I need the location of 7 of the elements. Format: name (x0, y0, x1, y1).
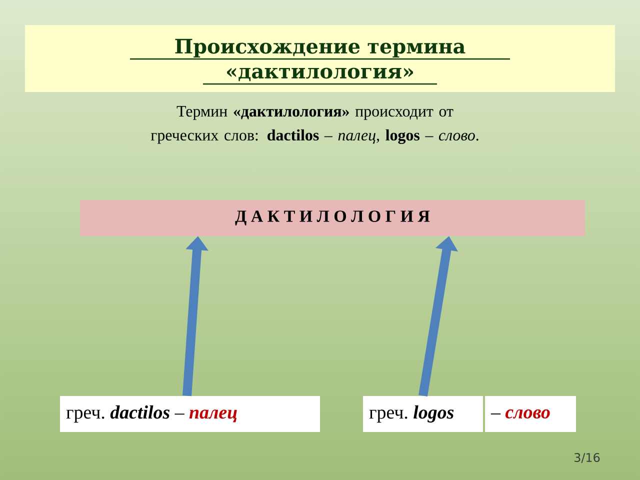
title-banner: Происхождение термина «дактилология» (25, 25, 615, 92)
translation-box: греч. logos (363, 396, 483, 432)
intro-text: Термин «дактилология» происходит от греческих слов: dactilos – палец, logos – слово. (150, 106, 478, 144)
translation-box: – слово (485, 396, 576, 432)
word-band: Д А К Т И Л О Л О Г И Я (80, 200, 585, 236)
translation-box: греч. dactilos – палец (60, 396, 320, 432)
page-number: 3/16 (574, 453, 600, 463)
